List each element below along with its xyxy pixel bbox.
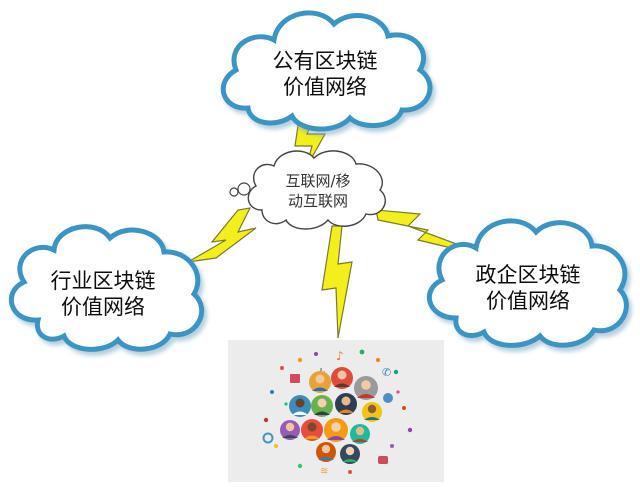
cloud-industry-shape: [8, 224, 205, 352]
lightning-bolt-bottom: [321, 225, 353, 339]
phone-icon: ✆: [382, 366, 391, 379]
cloud-public-line2: 价值网络: [283, 75, 367, 99]
cloud-industry-line2: 价值网络: [61, 295, 145, 319]
cloud-government-line2: 价值网络: [486, 289, 570, 313]
avatar: [324, 418, 348, 442]
avatar: [280, 420, 300, 440]
people-network-image: + ♪ ✆ ≋: [228, 340, 444, 482]
photo-frame: [228, 340, 444, 482]
thought-bubble-medium: [237, 182, 251, 196]
music-note-icon: ♪: [336, 349, 344, 363]
lightning-connectors: [187, 111, 470, 339]
cloud-public-shape: [220, 10, 433, 132]
avatar: [340, 444, 360, 464]
clock-icon: [383, 393, 393, 403]
cloud-government-shape: [426, 218, 629, 348]
avatar: [362, 402, 382, 422]
cloud-government-line1: 政企区块链: [476, 263, 581, 287]
avatar: [309, 371, 331, 393]
wifi-icon: ≋: [320, 466, 328, 477]
avatar: [289, 395, 311, 417]
avatar: [335, 393, 357, 415]
chat-icon: [378, 456, 388, 464]
avatar: [301, 419, 323, 441]
lightning-bolt-left: [187, 207, 257, 263]
cloud-internet-shape: [247, 150, 386, 230]
cloud-internet-line2: 动互联网: [288, 192, 348, 210]
people-avatars: [280, 367, 382, 464]
cloud-industry: 行业区块链 价值网络: [8, 224, 205, 352]
cloud-government: 政企区块链 价值网络: [426, 218, 629, 348]
calendar-icon: [290, 374, 300, 383]
cloud-industry-line1: 行业区块链: [51, 269, 156, 293]
avatar: [350, 424, 370, 444]
avatar: [331, 367, 353, 389]
cloud-internet: 互联网/移 动互联网: [229, 150, 386, 230]
cloud-public: 公有区块链 价值网络: [220, 10, 433, 132]
avatar: [311, 395, 333, 417]
decorative-dots: [263, 349, 413, 474]
gear-icon: [262, 432, 274, 444]
avatar: [316, 442, 336, 462]
thought-bubble-small: [229, 187, 239, 197]
cloud-public-line1: 公有区块链: [273, 49, 378, 73]
avatar: [354, 376, 378, 400]
cloud-internet-line1: 互联网/移: [285, 172, 350, 190]
